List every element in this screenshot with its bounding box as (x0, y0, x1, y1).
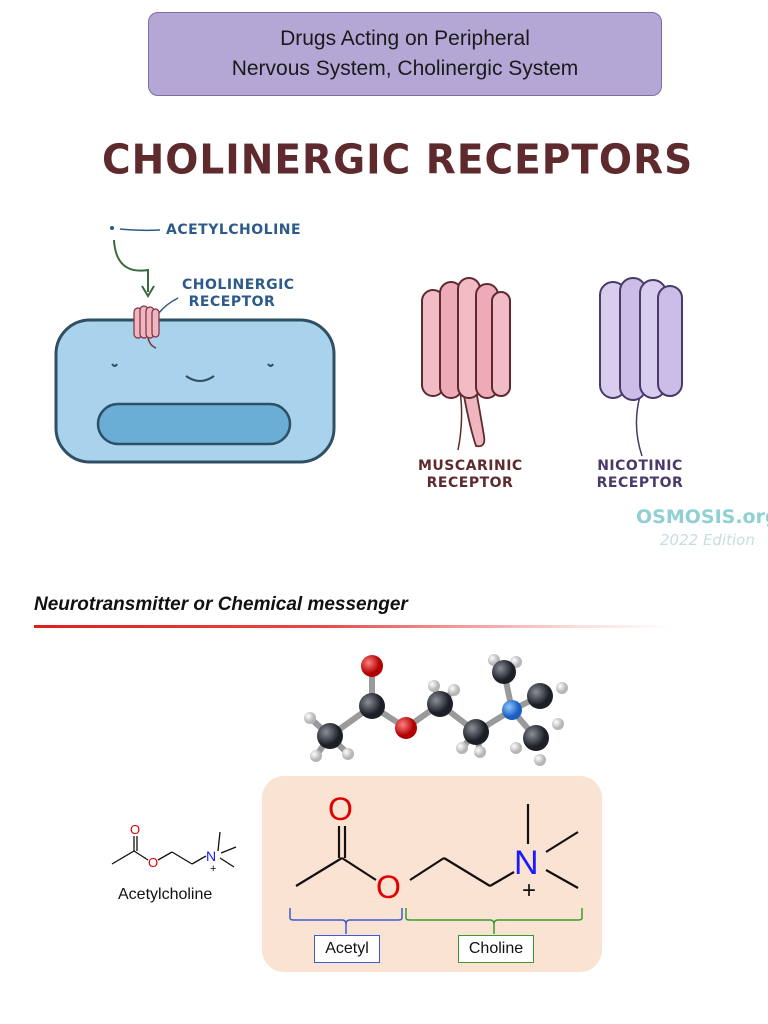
acetylcholine-leader-line (119, 228, 161, 232)
binding-arrow (113, 239, 149, 292)
small-receptor-icon (133, 305, 160, 349)
section-heading: Neurotransmitter or Chemical messenger (34, 594, 408, 615)
title-box: Drugs Acting on Peripheral Nervous Syste… (148, 12, 662, 96)
section-divider (34, 625, 674, 628)
acetylcholine-small-structure: O O N + (111, 822, 237, 875)
receptor-leader-line (157, 297, 179, 315)
ester-oxygen: O (376, 869, 401, 905)
svg-text:N: N (206, 848, 216, 864)
osmosis-edition: 2022 Edition (660, 531, 755, 549)
choline-label: Choline (458, 935, 534, 963)
cell-smile (185, 375, 215, 382)
nitrogen-atom: N (514, 844, 539, 882)
nicotinic-receptor-icon (599, 277, 683, 457)
illustration-heading: CHOLINERGIC RECEPTORS (102, 136, 694, 185)
acetyl-bracket (289, 908, 403, 925)
acetylcholine-label-small: Acetylcholine (118, 886, 213, 903)
svg-text:O: O (130, 822, 140, 837)
nicotinic-receptor-label: NICOTINIC RECEPTOR (596, 458, 684, 491)
acetylcholine-3d-model (304, 654, 568, 766)
carbonyl-oxygen: O (328, 791, 353, 827)
acetylcholine-dot (110, 226, 114, 230)
choline-bracket (405, 908, 583, 925)
osmosis-watermark: OSMOSIS.org (636, 506, 768, 528)
title-line-2: Nervous System, Cholinergic System (231, 57, 579, 80)
acetylcholine-large-structure: O O N + (289, 791, 583, 934)
cell-eye-left (111, 363, 118, 367)
cell-nucleus (96, 402, 292, 446)
cholinergic-receptor-label: CHOLINERGIC RECEPTOR (182, 277, 295, 310)
cell-eye-right (267, 363, 274, 367)
cholinergic-illustration (54, 226, 683, 464)
acetylcholine-label: ACETYLCHOLINE (166, 222, 302, 238)
muscarinic-receptor-label: MUSCARINIC RECEPTOR (418, 458, 523, 491)
svg-text:+: + (210, 863, 216, 875)
acetyl-label: Acetyl (314, 935, 380, 963)
svg-text:O: O (148, 855, 158, 870)
title-line-1: Drugs Acting on Peripheral (280, 27, 530, 50)
positive-charge: + (522, 877, 536, 904)
muscarinic-receptor-icon (421, 277, 511, 451)
